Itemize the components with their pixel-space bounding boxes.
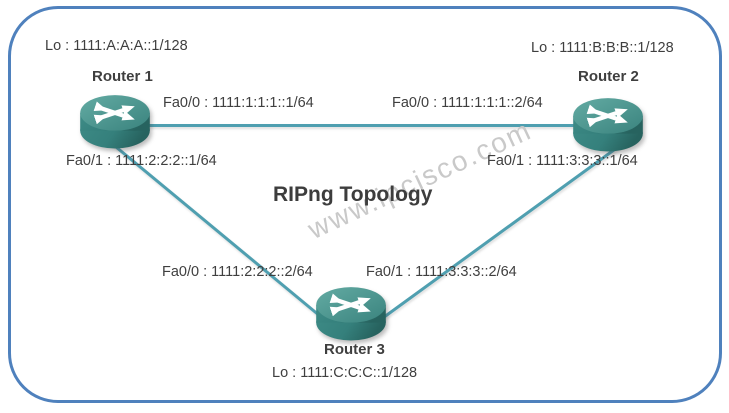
router-cylinder-icon	[569, 95, 647, 153]
router3-name-label: Router 3	[324, 341, 385, 358]
router2-icon	[569, 95, 647, 158]
router2-loopback-label: Lo : 1111:B:B:B::1/128	[531, 40, 674, 56]
router3-fa00-label: Fa0/0 : 1111:2:2:2::2/64	[162, 264, 313, 280]
router2-fa00-label: Fa0/0 : 1111:1:1:1::2/64	[392, 95, 543, 111]
router-cylinder-icon	[312, 284, 390, 342]
router1-icon	[76, 92, 154, 155]
diagram-title: RIPng Topology	[273, 183, 433, 206]
link-router2-router3	[378, 145, 620, 322]
router1-fa00-label: Fa0/0 : 1111:1:1:1::1/64	[163, 95, 314, 111]
router1-name-label: Router 1	[92, 68, 153, 85]
router2-name-label: Router 2	[578, 68, 639, 85]
diagram-border-frame	[8, 6, 722, 403]
router3-icon	[312, 284, 390, 347]
router1-fa01-label: Fa0/1 : 1111:2:2:2::1/64	[66, 153, 217, 169]
router3-loopback-label: Lo : 1111:C:C:C::1/128	[272, 365, 418, 381]
router3-fa01-label: Fa0/1 : 1111:3:3:3::2/64	[366, 264, 517, 280]
router1-loopback-label: Lo : 1111:A:A:A::1/128	[45, 38, 188, 54]
router2-fa01-label: Fa0/1 : 1111:3:3:3::1/64	[487, 153, 638, 169]
link-router1-router3	[108, 140, 322, 318]
router-cylinder-icon	[76, 92, 154, 150]
